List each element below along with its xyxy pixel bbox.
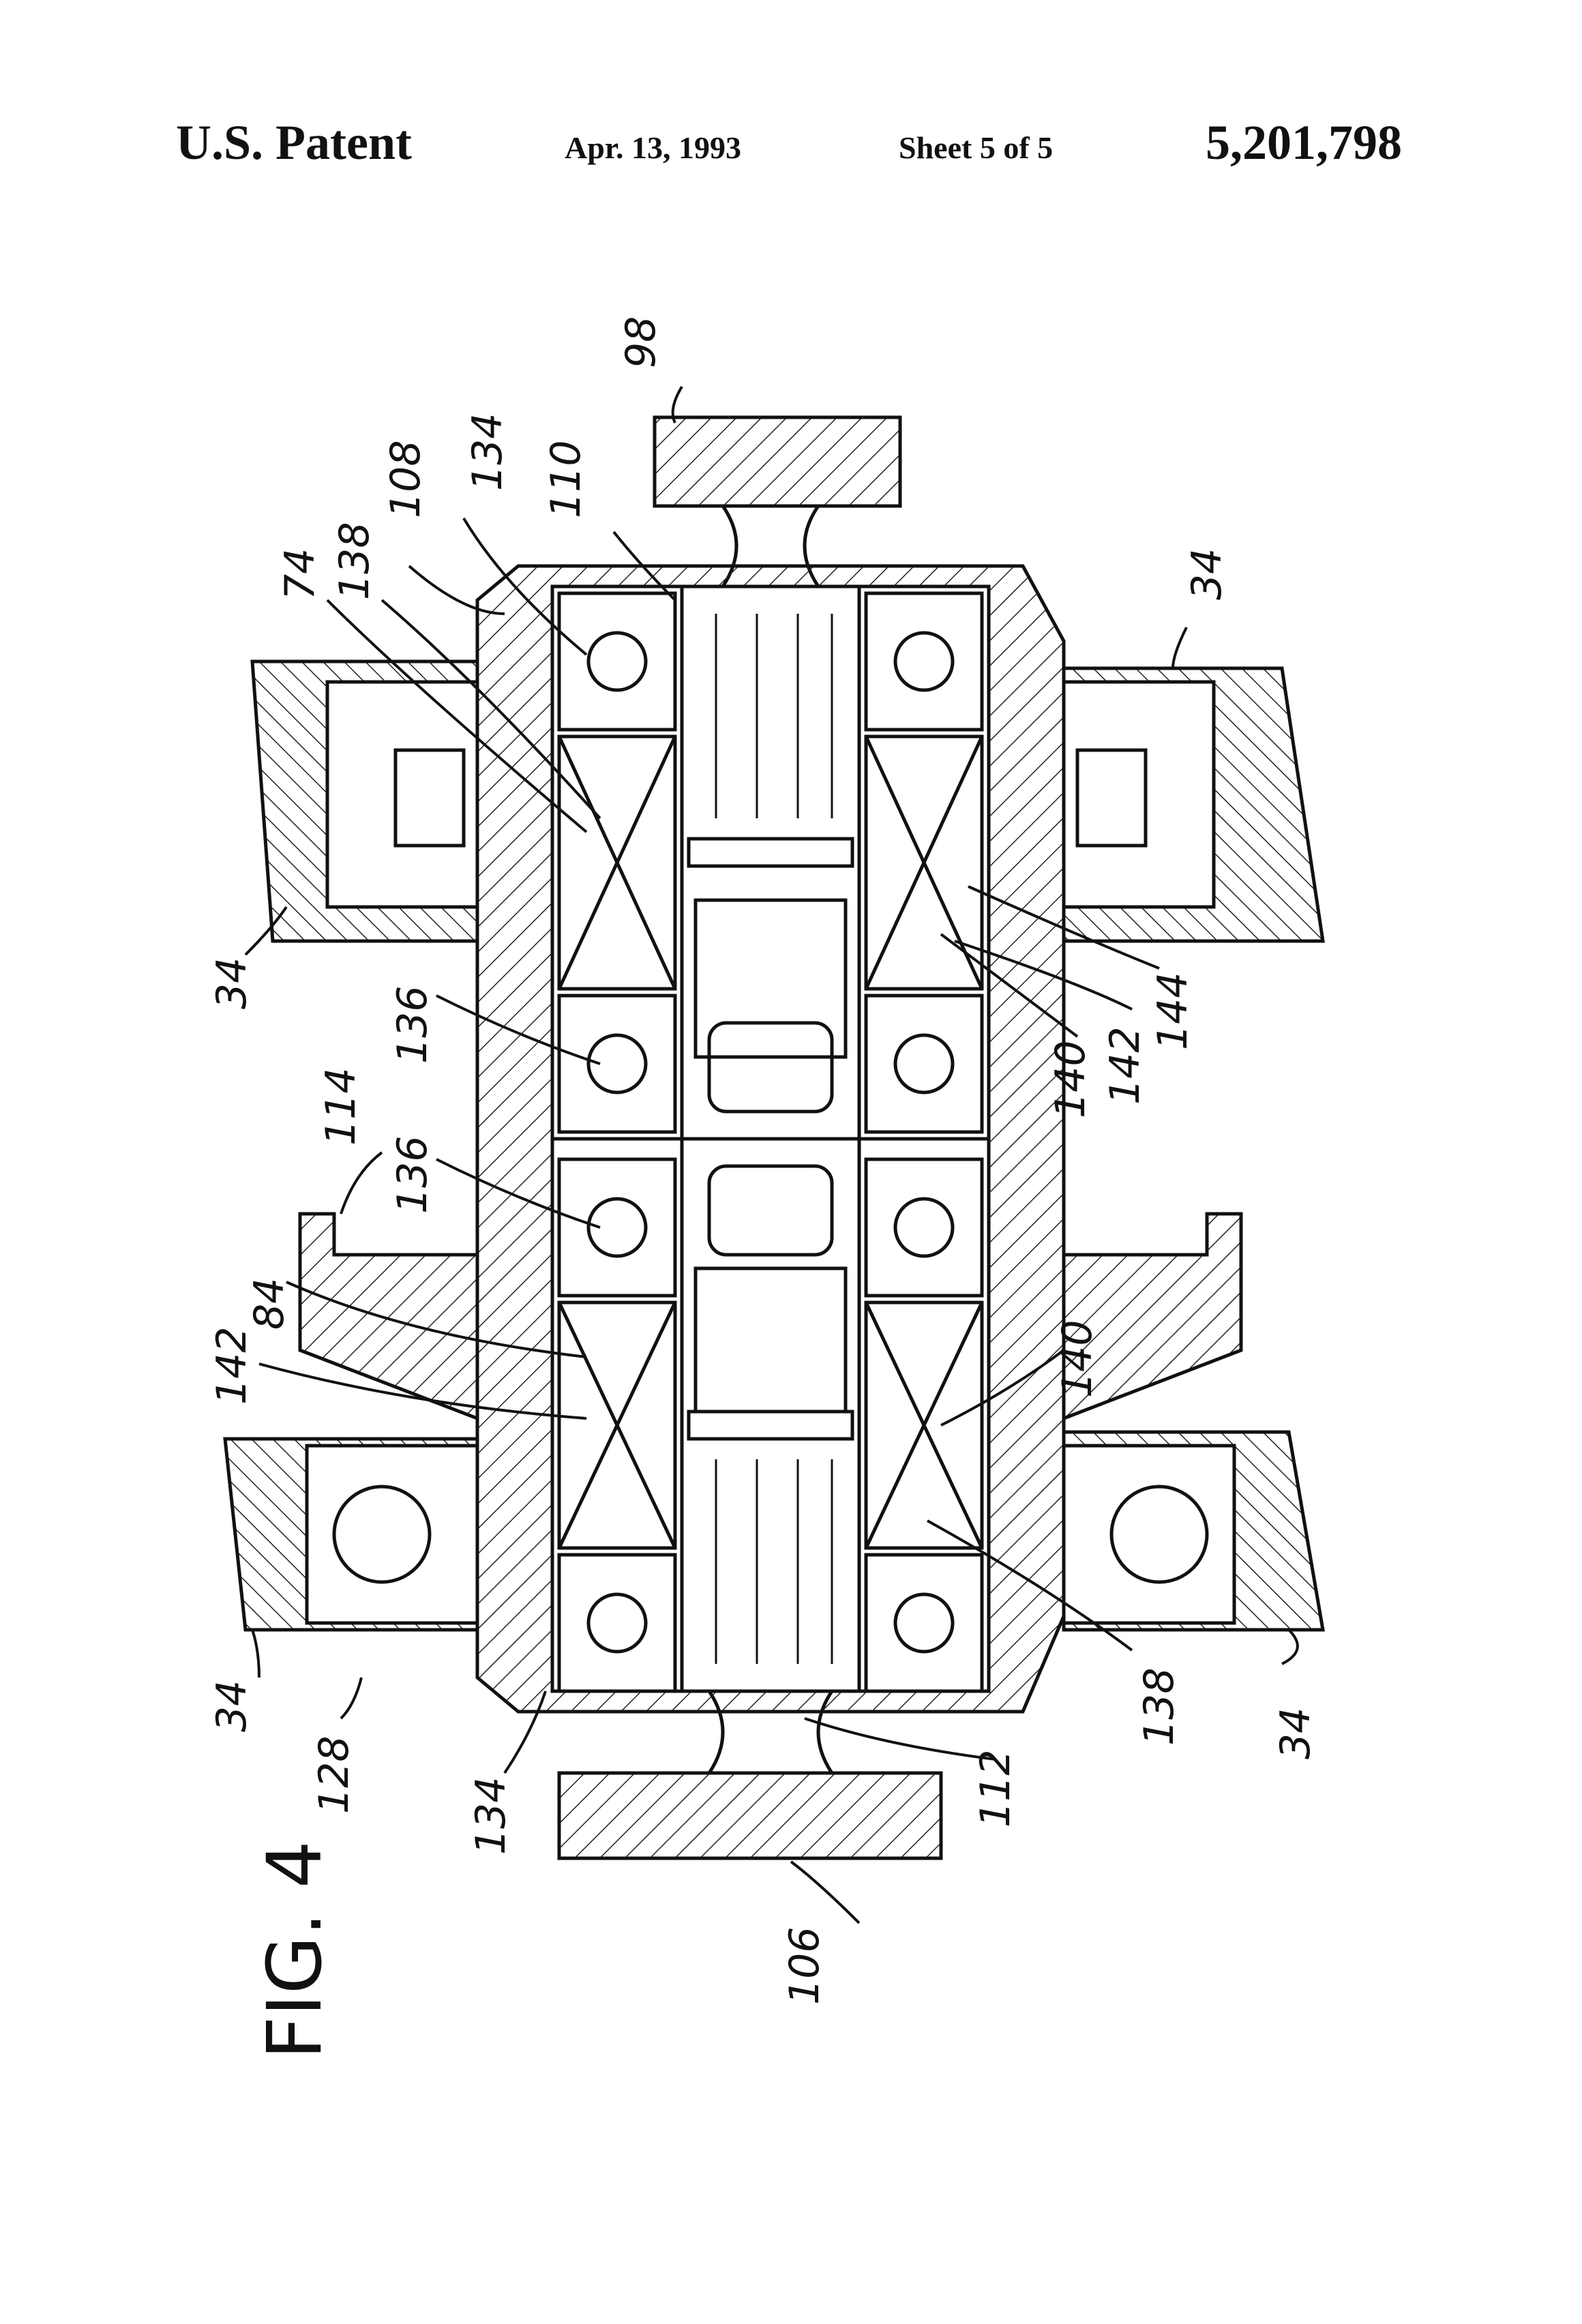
ref-112: 112 [972,1749,1019,1828]
ref-138-bottom: 138 [1135,1667,1183,1746]
ref-34-lower-right: 34 [1272,1708,1319,1759]
gear-106 [559,1773,941,1858]
ref-138-top: 138 [331,522,378,600]
ref-34-upper-right: 34 [1183,548,1231,600]
ref-114: 114 [317,1067,365,1146]
ref-140-top: 140 [1047,1040,1094,1118]
ref-144: 144 [1149,972,1197,1050]
ref-34-lower-left: 34 [208,1680,256,1732]
ref-142-bottom: 142 [208,1326,256,1405]
ref-140-bottom: 140 [1054,1320,1101,1398]
ref-84: 84 [245,1278,293,1330]
ref-128: 128 [310,1735,358,1814]
ref-98: 98 [617,316,665,368]
ref-108: 108 [382,440,430,518]
ref-34-upper-left: 34 [208,957,256,1009]
figure-label: FIG. 4 [251,1841,338,2059]
ref-110: 110 [542,440,590,518]
gear-98 [655,417,900,506]
ref-134-bottom: 134 [467,1776,515,1855]
ref-134-top: 134 [464,413,511,491]
ref-136-top: 136 [389,985,436,1064]
ref-142-top: 142 [1101,1026,1149,1105]
ref-136-bottom: 136 [389,1135,436,1214]
ref-74: 74 [276,548,324,600]
ref-106: 106 [781,1926,829,2005]
